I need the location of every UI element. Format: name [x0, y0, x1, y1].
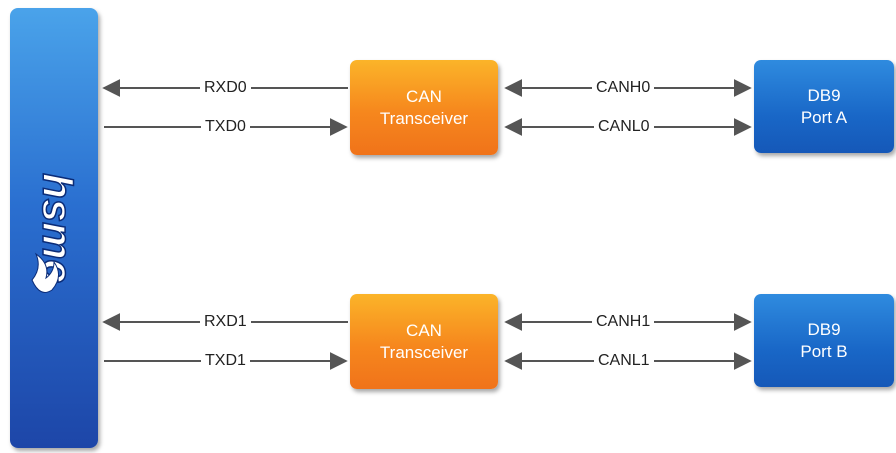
can-transceiver-0: CAN Transceiver [350, 60, 498, 155]
rxd0-label: RXD0 [200, 79, 251, 97]
transceiver-line1: CAN [406, 86, 442, 106]
port-line1: DB9 [807, 319, 841, 339]
txd0-label: TXD0 [201, 118, 250, 136]
db9-port-a: DB9 Port A [754, 60, 894, 153]
hsmc-logo: hsmc [31, 172, 82, 293]
canh1-label: CANH1 [592, 313, 655, 331]
rxd1-label: RXD1 [200, 313, 251, 331]
transceiver-line1: CAN [406, 320, 442, 340]
transceiver-line2: Transceiver [379, 108, 469, 128]
transceiver-line2: Transceiver [379, 342, 469, 362]
hsmc-connector [10, 8, 98, 448]
port-line2: Port A [800, 107, 848, 127]
canh0-label: CANH0 [592, 79, 655, 97]
canl0-label: CANL0 [594, 118, 654, 136]
canl1-label: CANL1 [594, 352, 654, 370]
port-line1: DB9 [807, 85, 841, 105]
txd1-label: TXD1 [201, 352, 250, 370]
db9-port-b: DB9 Port B [754, 294, 894, 387]
port-line2: Port B [800, 341, 848, 361]
can-transceiver-1: CAN Transceiver [350, 294, 498, 389]
